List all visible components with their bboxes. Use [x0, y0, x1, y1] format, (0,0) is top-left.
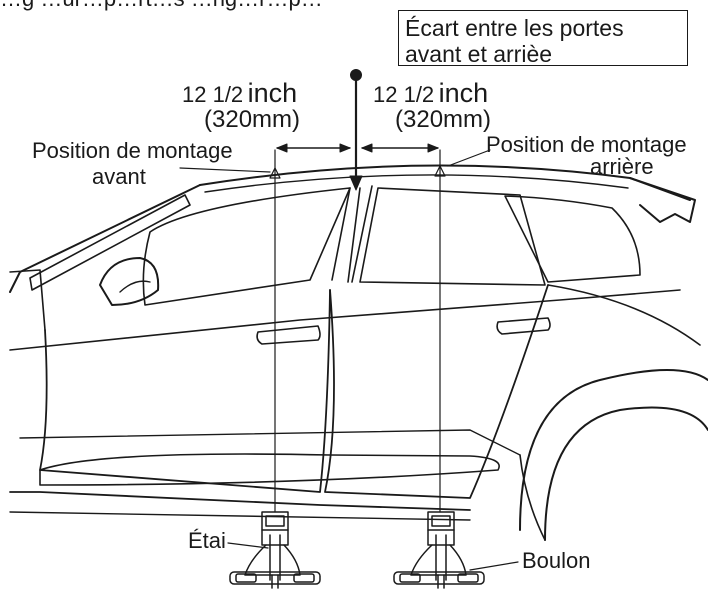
rear-door — [324, 284, 549, 499]
clipped-caption: …g …ur…p…rt…s …ng…r…p… — [0, 0, 323, 10]
front-lamp — [9, 269, 46, 331]
left-foot — [229, 511, 321, 589]
side-moulding — [39, 453, 500, 486]
front-label-leader — [179, 167, 271, 173]
dimension-right-metric: (320mm) — [395, 106, 492, 133]
dimension-left-label: 12 1/2 inch — [182, 80, 297, 107]
b-pillar — [331, 185, 373, 283]
front-window — [142, 187, 351, 306]
note-line-2: avant et arrièe — [405, 41, 553, 67]
dimension-left-metric: (320mm) — [204, 106, 301, 133]
rear-spoiler — [629, 177, 696, 223]
stay-leader — [227, 542, 269, 549]
front-position-label-2: avant — [92, 164, 146, 189]
rear-position-label-2: arrière — [590, 154, 654, 179]
dimension-left-value: 12 1/2 — [182, 82, 244, 107]
bolt-leader — [469, 561, 519, 571]
door-gap-note-box: Écart entre les portes avant et arrièe — [398, 10, 688, 67]
dimension-right-value: 12 1/2 — [373, 82, 435, 107]
body-character-line — [19, 429, 521, 456]
rear-wheel — [544, 406, 708, 541]
roof-inner-line — [204, 174, 629, 193]
dimension-right-unit: inch — [438, 78, 489, 108]
front-mount-marker — [269, 167, 281, 179]
rear-wheel-arch — [519, 369, 708, 531]
front-door-handle — [256, 325, 321, 345]
rear-position-label-1: Position de montage — [486, 132, 687, 157]
a-pillar-trim — [29, 194, 191, 291]
stay-label: Étai — [188, 528, 226, 553]
rear-fender — [547, 284, 701, 346]
dimension-right-label: 12 1/2 inch — [373, 80, 488, 107]
side-mirror — [99, 257, 160, 306]
rear-mount-marker — [434, 165, 446, 177]
right-foot — [393, 511, 485, 589]
sill — [9, 491, 471, 511]
roof-line — [199, 164, 691, 201]
rear-label-leader — [447, 149, 491, 167]
quarter-window — [504, 195, 641, 283]
rear-door-handle — [496, 317, 551, 335]
belt-line — [9, 289, 681, 351]
bolt-label: Boulon — [522, 548, 591, 573]
dimension-left-unit: inch — [247, 78, 298, 108]
front-position-label-1: Position de montage — [32, 138, 233, 163]
front-door — [39, 289, 331, 493]
note-line-1: Écart entre les portes — [405, 15, 624, 41]
rear-window — [359, 187, 546, 286]
